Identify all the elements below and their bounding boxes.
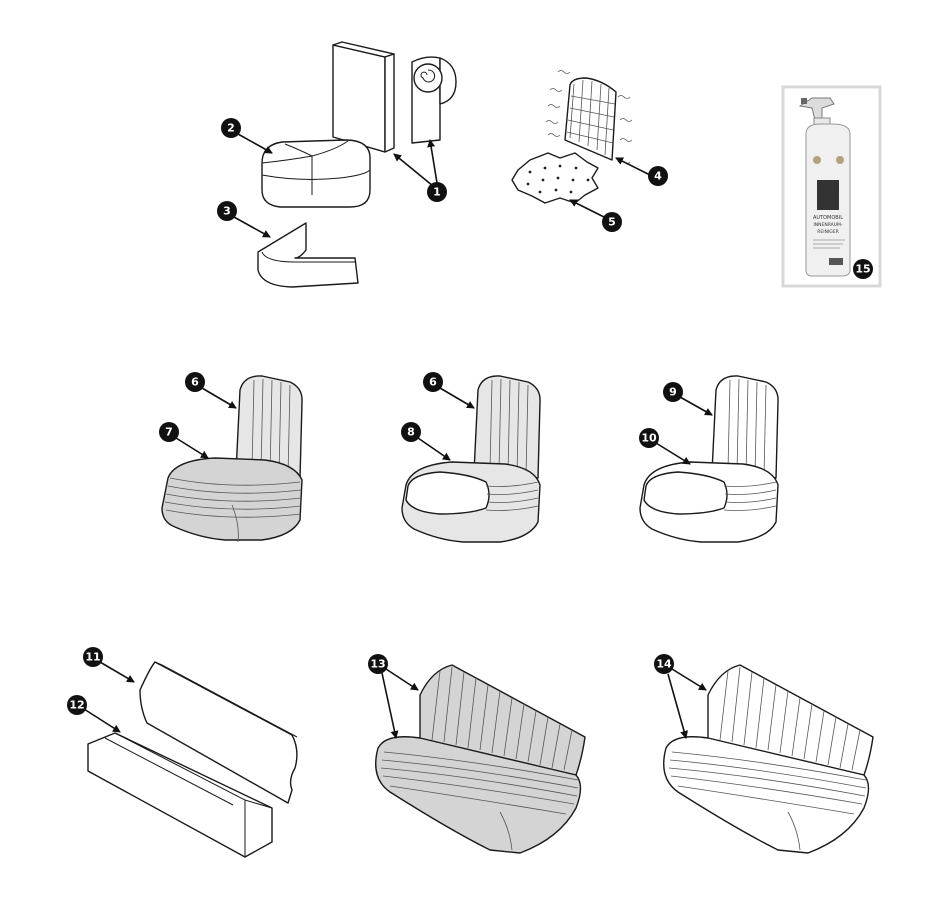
product-brand-top: AUTO (817, 187, 839, 195)
callout-15[interactable]: 15 (853, 259, 873, 279)
callout-6b[interactable]: 6 (423, 372, 443, 392)
svg-text:6: 6 (191, 376, 199, 389)
seat-spring-frame (545, 70, 633, 164)
product-name-line1: AUTOMOBIL (813, 215, 843, 221)
callout-arrows (83, 133, 713, 739)
svg-text:15: 15 (855, 263, 870, 276)
callout-5[interactable]: 5 (602, 212, 622, 232)
svg-text:12: 12 (69, 699, 84, 712)
callout-6a[interactable]: 6 (185, 372, 205, 392)
seat-diaphragm (511, 152, 599, 204)
callout-11[interactable]: 11 (83, 647, 103, 667)
callout-14[interactable]: 14 (654, 654, 674, 674)
callout-7[interactable]: 7 (159, 422, 179, 442)
svg-text:14: 14 (656, 658, 672, 671)
callout-3[interactable]: 3 (217, 201, 237, 221)
callout-1[interactable]: 1 (427, 182, 447, 202)
product-brand-bottom: GLYM (817, 197, 838, 205)
svg-text:2: 2 (227, 122, 235, 135)
seat-side-panel (257, 222, 359, 288)
svg-text:8: 8 (407, 426, 415, 439)
svg-text:7: 7 (165, 426, 173, 439)
product-tile[interactable]: AUTO GLYM AUTOMOBIL INNENRAUM- REINIGER (781, 85, 882, 288)
callout-4[interactable]: 4 (648, 166, 668, 186)
bucket-seat-grey[interactable] (161, 375, 303, 543)
svg-text:4: 4 (654, 170, 662, 183)
bucket-seat-ribbed[interactable] (401, 375, 541, 543)
product-name-line2: INNENRAUM- (813, 222, 842, 228)
svg-text:13: 13 (370, 658, 385, 671)
svg-text:1: 1 (433, 186, 441, 199)
callout-9[interactable]: 9 (663, 382, 683, 402)
foam-roll (411, 56, 457, 144)
callout-2[interactable]: 2 (221, 118, 241, 138)
bench-seat-grey[interactable] (375, 664, 586, 854)
svg-text:3: 3 (223, 205, 231, 218)
svg-text:9: 9 (669, 386, 677, 399)
bench-seat-light[interactable] (663, 664, 874, 854)
bucket-seat-light[interactable] (639, 375, 779, 543)
cleaner-bottle: AUTO GLYM AUTOMOBIL INNENRAUM- REINIGER (798, 97, 851, 277)
svg-text:11: 11 (85, 651, 100, 664)
seat-cushion-foam (261, 139, 371, 208)
svg-text:6: 6 (429, 376, 437, 389)
callout-13[interactable]: 13 (368, 654, 388, 674)
callout-12[interactable]: 12 (67, 695, 87, 715)
foam-pad-block (332, 41, 395, 153)
svg-text:5: 5 (608, 216, 616, 229)
svg-text:10: 10 (641, 432, 657, 445)
callout-10[interactable]: 10 (639, 428, 659, 448)
callout-8[interactable]: 8 (401, 422, 421, 442)
product-name-line3: REINIGER (817, 229, 838, 235)
bench-seat-foam[interactable] (87, 661, 298, 858)
